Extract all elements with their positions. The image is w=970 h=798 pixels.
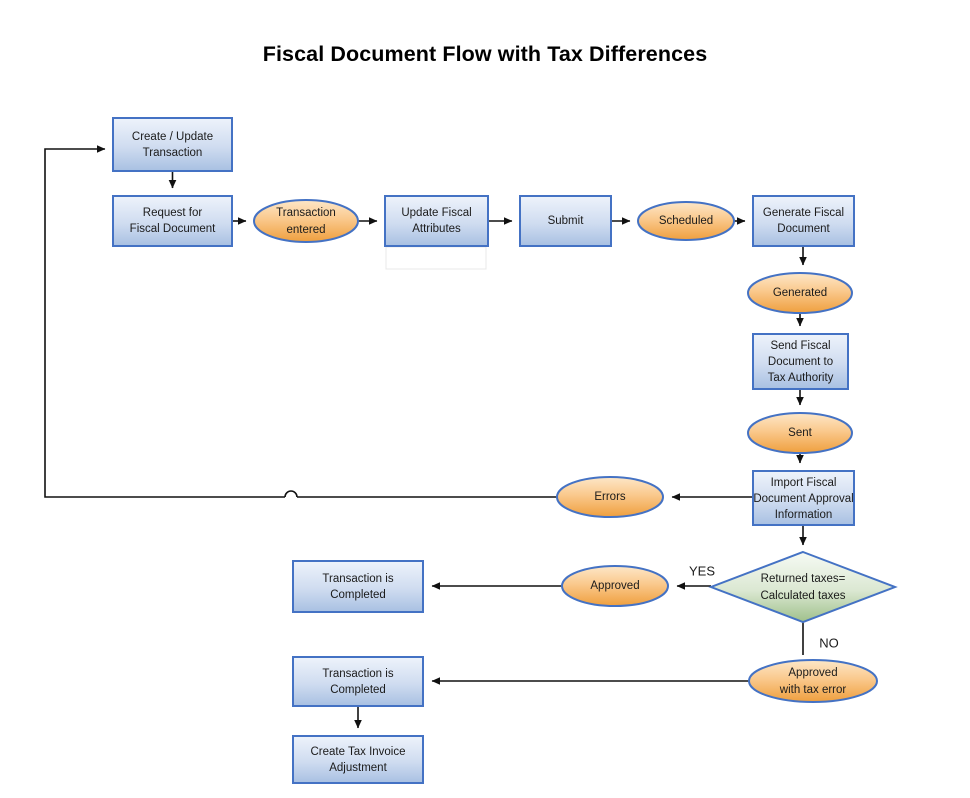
node-approved[interactable]: Approved bbox=[561, 565, 669, 607]
node-create-tax-invoice-adjustment[interactable]: Create Tax Invoice Adjustment bbox=[292, 735, 424, 784]
node-label-line: Send Fiscal bbox=[770, 340, 830, 352]
ghost-rect-artifact bbox=[385, 246, 487, 270]
node-generate-fiscal-document[interactable]: Generate Fiscal Document bbox=[752, 195, 855, 247]
node-label-line: Create / Update bbox=[132, 131, 213, 143]
node-label-line: with tax error bbox=[779, 684, 847, 696]
node-label-line: Sent bbox=[788, 427, 812, 439]
edge-label-yes: YES bbox=[689, 563, 715, 578]
node-label-line: Document to bbox=[768, 356, 833, 368]
node-sent[interactable]: Sent bbox=[747, 412, 853, 454]
node-label-line: Transaction bbox=[276, 207, 336, 219]
node-label-line: Create Tax Invoice bbox=[310, 746, 405, 758]
node-label-line: Import Fiscal bbox=[771, 477, 837, 489]
node-label-line: Fiscal Document bbox=[130, 223, 216, 235]
page-title: Fiscal Document Flow with Tax Difference… bbox=[262, 42, 708, 66]
node-update-fiscal-attributes[interactable]: Update Fiscal Attributes bbox=[384, 195, 489, 247]
node-label-line: Generate Fiscal bbox=[763, 207, 844, 219]
node-transaction-entered[interactable]: Transaction entered bbox=[253, 199, 359, 243]
connectors-layer bbox=[44, 145, 807, 729]
node-label-line: Completed bbox=[330, 589, 386, 601]
node-label-line: Request for bbox=[143, 207, 203, 219]
node-scheduled[interactable]: Scheduled bbox=[637, 201, 735, 241]
node-import-fiscal-document-approval-information[interactable]: Import Fiscal Document Approval Informat… bbox=[752, 470, 855, 526]
node-label-line: Approved bbox=[788, 667, 837, 679]
node-returned-taxes-decision[interactable]: Returned taxes= Calculated taxes bbox=[708, 550, 898, 624]
nodes-layer: Create / Update Transaction Request for … bbox=[112, 117, 898, 784]
node-label-line: Calculated taxes bbox=[760, 590, 845, 602]
node-label-line: Attributes bbox=[412, 223, 461, 235]
node-submit[interactable]: Submit bbox=[519, 195, 612, 247]
node-label-line: Document Approval bbox=[753, 493, 853, 505]
node-label-line: Returned taxes= bbox=[761, 573, 846, 585]
node-create-update-transaction[interactable]: Create / Update Transaction bbox=[112, 117, 233, 172]
node-label-line: Errors bbox=[594, 491, 626, 503]
node-transaction-is-completed-tax-error[interactable]: Transaction is Completed bbox=[292, 656, 424, 707]
node-label-line: Transaction is bbox=[322, 573, 393, 585]
node-approved-with-tax-error[interactable]: Approved with tax error bbox=[748, 659, 878, 703]
node-label-line: Approved bbox=[590, 580, 639, 592]
node-label-line: entered bbox=[286, 224, 325, 236]
edge-errors-to-create-update bbox=[44, 145, 285, 498]
node-label-line: Document bbox=[777, 223, 830, 235]
node-label-line: Transaction is bbox=[322, 668, 393, 680]
node-label-line: Transaction bbox=[143, 147, 203, 159]
edge-line-hop-bridge bbox=[284, 490, 298, 498]
node-errors[interactable]: Errors bbox=[556, 476, 664, 518]
node-label-line: Tax Authority bbox=[768, 372, 834, 384]
node-label-line: Update Fiscal bbox=[401, 207, 471, 219]
node-label-line: Submit bbox=[548, 215, 585, 227]
edge-label-no: NO bbox=[819, 635, 839, 650]
node-generated[interactable]: Generated bbox=[747, 272, 853, 314]
node-label-line: Generated bbox=[773, 287, 827, 299]
node-request-for-fiscal-document[interactable]: Request for Fiscal Document bbox=[112, 195, 233, 247]
node-label-line: Scheduled bbox=[659, 215, 713, 227]
node-label-line: Completed bbox=[330, 684, 386, 696]
node-label-line: Information bbox=[775, 509, 833, 521]
node-label-line: Adjustment bbox=[329, 762, 387, 774]
node-send-fiscal-document-to-tax-authority[interactable]: Send Fiscal Document to Tax Authority bbox=[752, 333, 849, 390]
node-transaction-is-completed-approved[interactable]: Transaction is Completed bbox=[292, 560, 424, 613]
